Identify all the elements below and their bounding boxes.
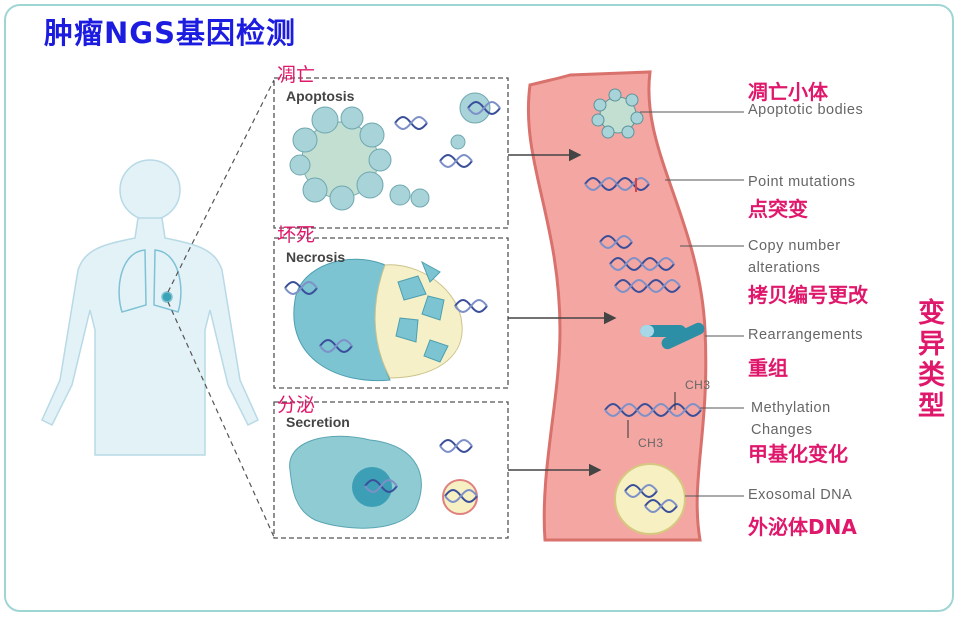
- apoptosis-cn-label: 凋亡: [277, 64, 316, 86]
- leader-lines: [640, 111, 744, 497]
- flow-arrows: [508, 148, 617, 477]
- variant-exosomal-dna: Exosomal DNA: [748, 487, 853, 503]
- necrotic-cell: [293, 258, 463, 382]
- variant-types-label: 变异类型: [918, 298, 945, 422]
- methyl-label-top: CH3: [685, 378, 711, 392]
- variant-cn-point-mutations: 点突变: [748, 197, 808, 221]
- chromosome: [640, 322, 705, 350]
- necrosis-cn-label: 坏死: [277, 224, 316, 246]
- human-body: [41, 159, 259, 456]
- variant-cn-exosomal-dna: 外泌体DNA: [748, 515, 857, 539]
- secretion-box: [273, 401, 509, 539]
- apoptotic-body: [591, 88, 644, 139]
- variant-rearrangements: Rearrangements: [748, 327, 863, 343]
- apoptosis-box: [273, 77, 509, 229]
- methyl-label-bottom: CH3: [638, 436, 664, 450]
- variant-cn-methylation: 甲基化变化: [748, 442, 848, 466]
- variant-copy-number: Copy number alterations: [748, 238, 841, 276]
- secretion-cn-label: 分泌: [277, 394, 316, 416]
- blood-vessel: [526, 70, 708, 542]
- variant-cn-apoptotic-bodies: 凋亡小体: [748, 80, 828, 104]
- lungs: [118, 249, 182, 313]
- variant-point-mutations: Point mutations: [748, 174, 856, 190]
- variant-methylation: Methylation Changes: [751, 400, 831, 438]
- apoptosis-label: Apoptosis: [286, 88, 355, 104]
- variant-cn-copy-number: 拷贝编号更改: [748, 283, 868, 307]
- necrosis-box: [273, 237, 509, 389]
- secretion-label: Secretion: [286, 414, 350, 430]
- apoptotic-cell: [289, 92, 491, 211]
- variant-cn-rearrangements: 重组: [748, 356, 788, 380]
- necrosis-label: Necrosis: [286, 249, 346, 265]
- variant-apoptotic-bodies: Apoptotic bodies: [748, 102, 864, 118]
- zoom-lines: [167, 79, 275, 538]
- exosome: [614, 463, 686, 535]
- frame-border: [4, 4, 954, 612]
- page-title: 肿瘤NGS基因检测: [44, 16, 296, 50]
